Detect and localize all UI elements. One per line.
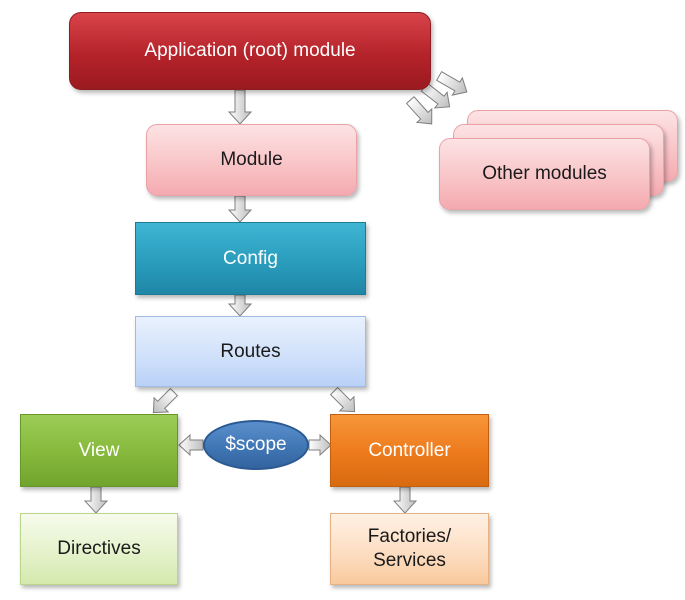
controller-node: Controller [330, 414, 489, 487]
directives-node: Directives [20, 513, 178, 585]
arrow-module-to-config [227, 195, 253, 223]
root-module-label: Application (root) module [144, 40, 356, 62]
arrow-root-to-other-3 [435, 70, 468, 96]
arrow-controller-to-factories [392, 486, 418, 514]
controller-label: Controller [368, 439, 451, 461]
view-label: View [78, 439, 120, 461]
scope-label: $scope [225, 434, 287, 456]
module-node: Module [146, 124, 357, 196]
module-label: Module [220, 149, 283, 171]
arrow-routes-to-view [152, 387, 179, 414]
arrow-root-to-other-2 [420, 82, 451, 109]
arrow-root-to-module [227, 89, 253, 125]
routes-node: Routes [135, 316, 366, 387]
application-root-module-node: Application (root) module [69, 12, 431, 90]
factories-label: Factories/ [367, 526, 452, 548]
other-modules-label: Other modules [482, 163, 607, 184]
arrow-root-to-other-1 [405, 96, 433, 125]
other-modules-node: Other modules [439, 138, 650, 210]
arrow-scope-to-view [178, 433, 204, 457]
scope-node: $scope [203, 420, 309, 470]
services-label: Services [373, 550, 446, 571]
arrow-config-to-routes [227, 294, 253, 317]
view-node: View [20, 414, 178, 487]
arrow-scope-to-controller [308, 433, 332, 457]
factories-services-node: Factories/ Services [330, 513, 489, 585]
config-node: Config [135, 222, 366, 295]
directives-label: Directives [57, 538, 141, 560]
arrow-routes-to-controller [329, 386, 356, 413]
routes-label: Routes [220, 340, 281, 362]
config-label: Config [223, 247, 278, 269]
arrow-view-to-directives [83, 486, 109, 514]
